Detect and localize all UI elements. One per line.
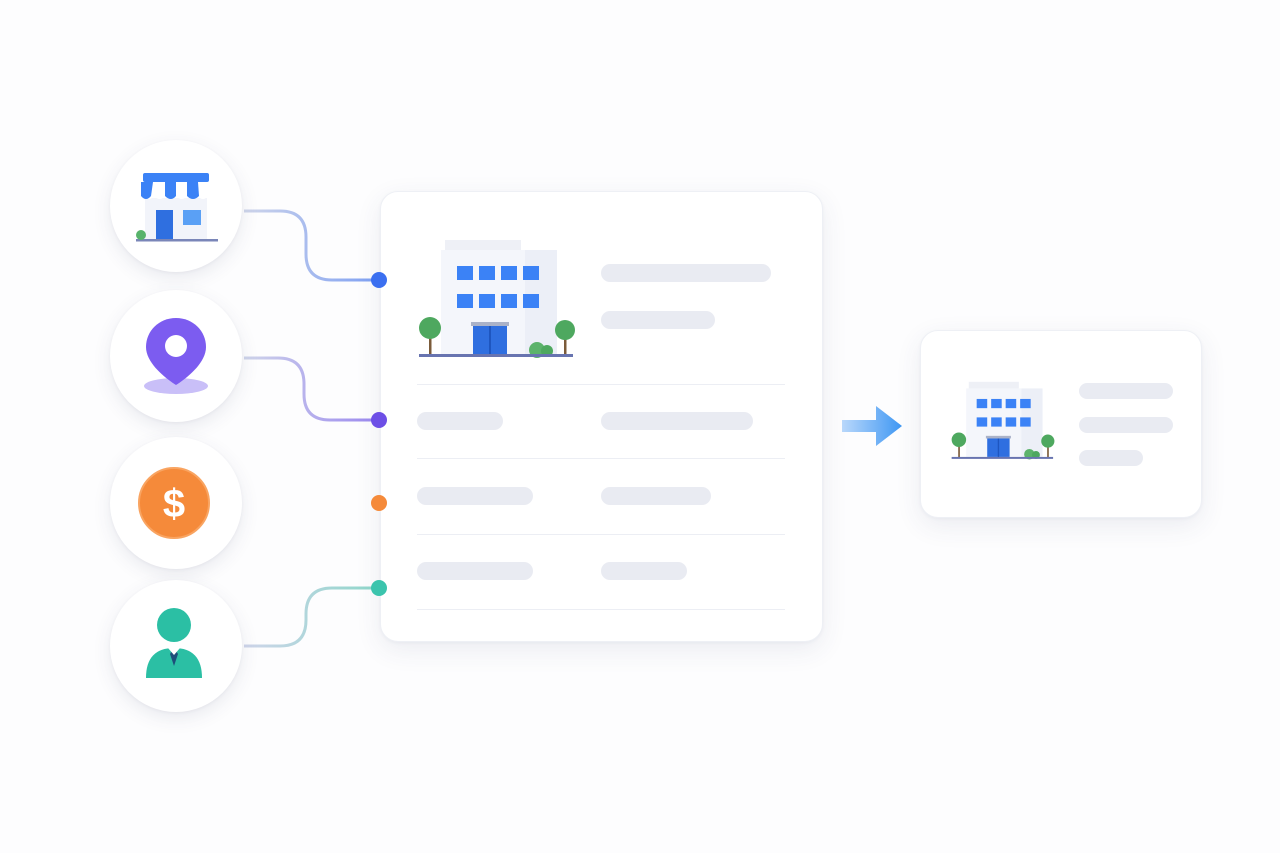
source-price-node: $ bbox=[110, 437, 242, 569]
skeleton-field-line bbox=[1079, 417, 1173, 433]
skeleton-subtitle-line bbox=[601, 311, 715, 329]
arrow-right-icon bbox=[842, 406, 902, 446]
skeleton-field-label bbox=[417, 562, 533, 580]
dot-store bbox=[371, 272, 387, 288]
connector-person bbox=[244, 586, 378, 648]
connector-location bbox=[244, 356, 378, 422]
divider bbox=[417, 609, 785, 610]
divider bbox=[417, 384, 785, 385]
dot-location bbox=[371, 412, 387, 428]
dot-price bbox=[371, 495, 387, 511]
skeleton-field-line bbox=[1079, 450, 1143, 466]
skeleton-field-label bbox=[417, 487, 533, 505]
skeleton-field-value bbox=[601, 487, 711, 505]
office-building-icon bbox=[951, 381, 1055, 460]
location-pin-icon bbox=[144, 318, 208, 394]
source-location-node bbox=[110, 290, 242, 422]
dollar-coin-icon: $ bbox=[138, 467, 210, 539]
divider bbox=[417, 534, 785, 535]
skeleton-title-line bbox=[601, 264, 771, 282]
skeleton-field-value bbox=[601, 412, 753, 430]
source-store-node bbox=[110, 140, 242, 272]
skeleton-field-value bbox=[601, 562, 687, 580]
dot-person bbox=[371, 580, 387, 596]
main-record-card bbox=[380, 191, 823, 642]
svg-text:$: $ bbox=[163, 482, 185, 526]
storefront-icon bbox=[136, 173, 218, 242]
skeleton-title-line bbox=[1079, 383, 1173, 399]
connector-store bbox=[244, 209, 378, 282]
skeleton-field-label bbox=[417, 412, 503, 430]
result-record-card bbox=[920, 330, 1202, 518]
divider bbox=[417, 458, 785, 459]
source-person-node bbox=[110, 580, 242, 712]
office-building-icon bbox=[419, 240, 575, 358]
person-icon bbox=[146, 608, 202, 678]
